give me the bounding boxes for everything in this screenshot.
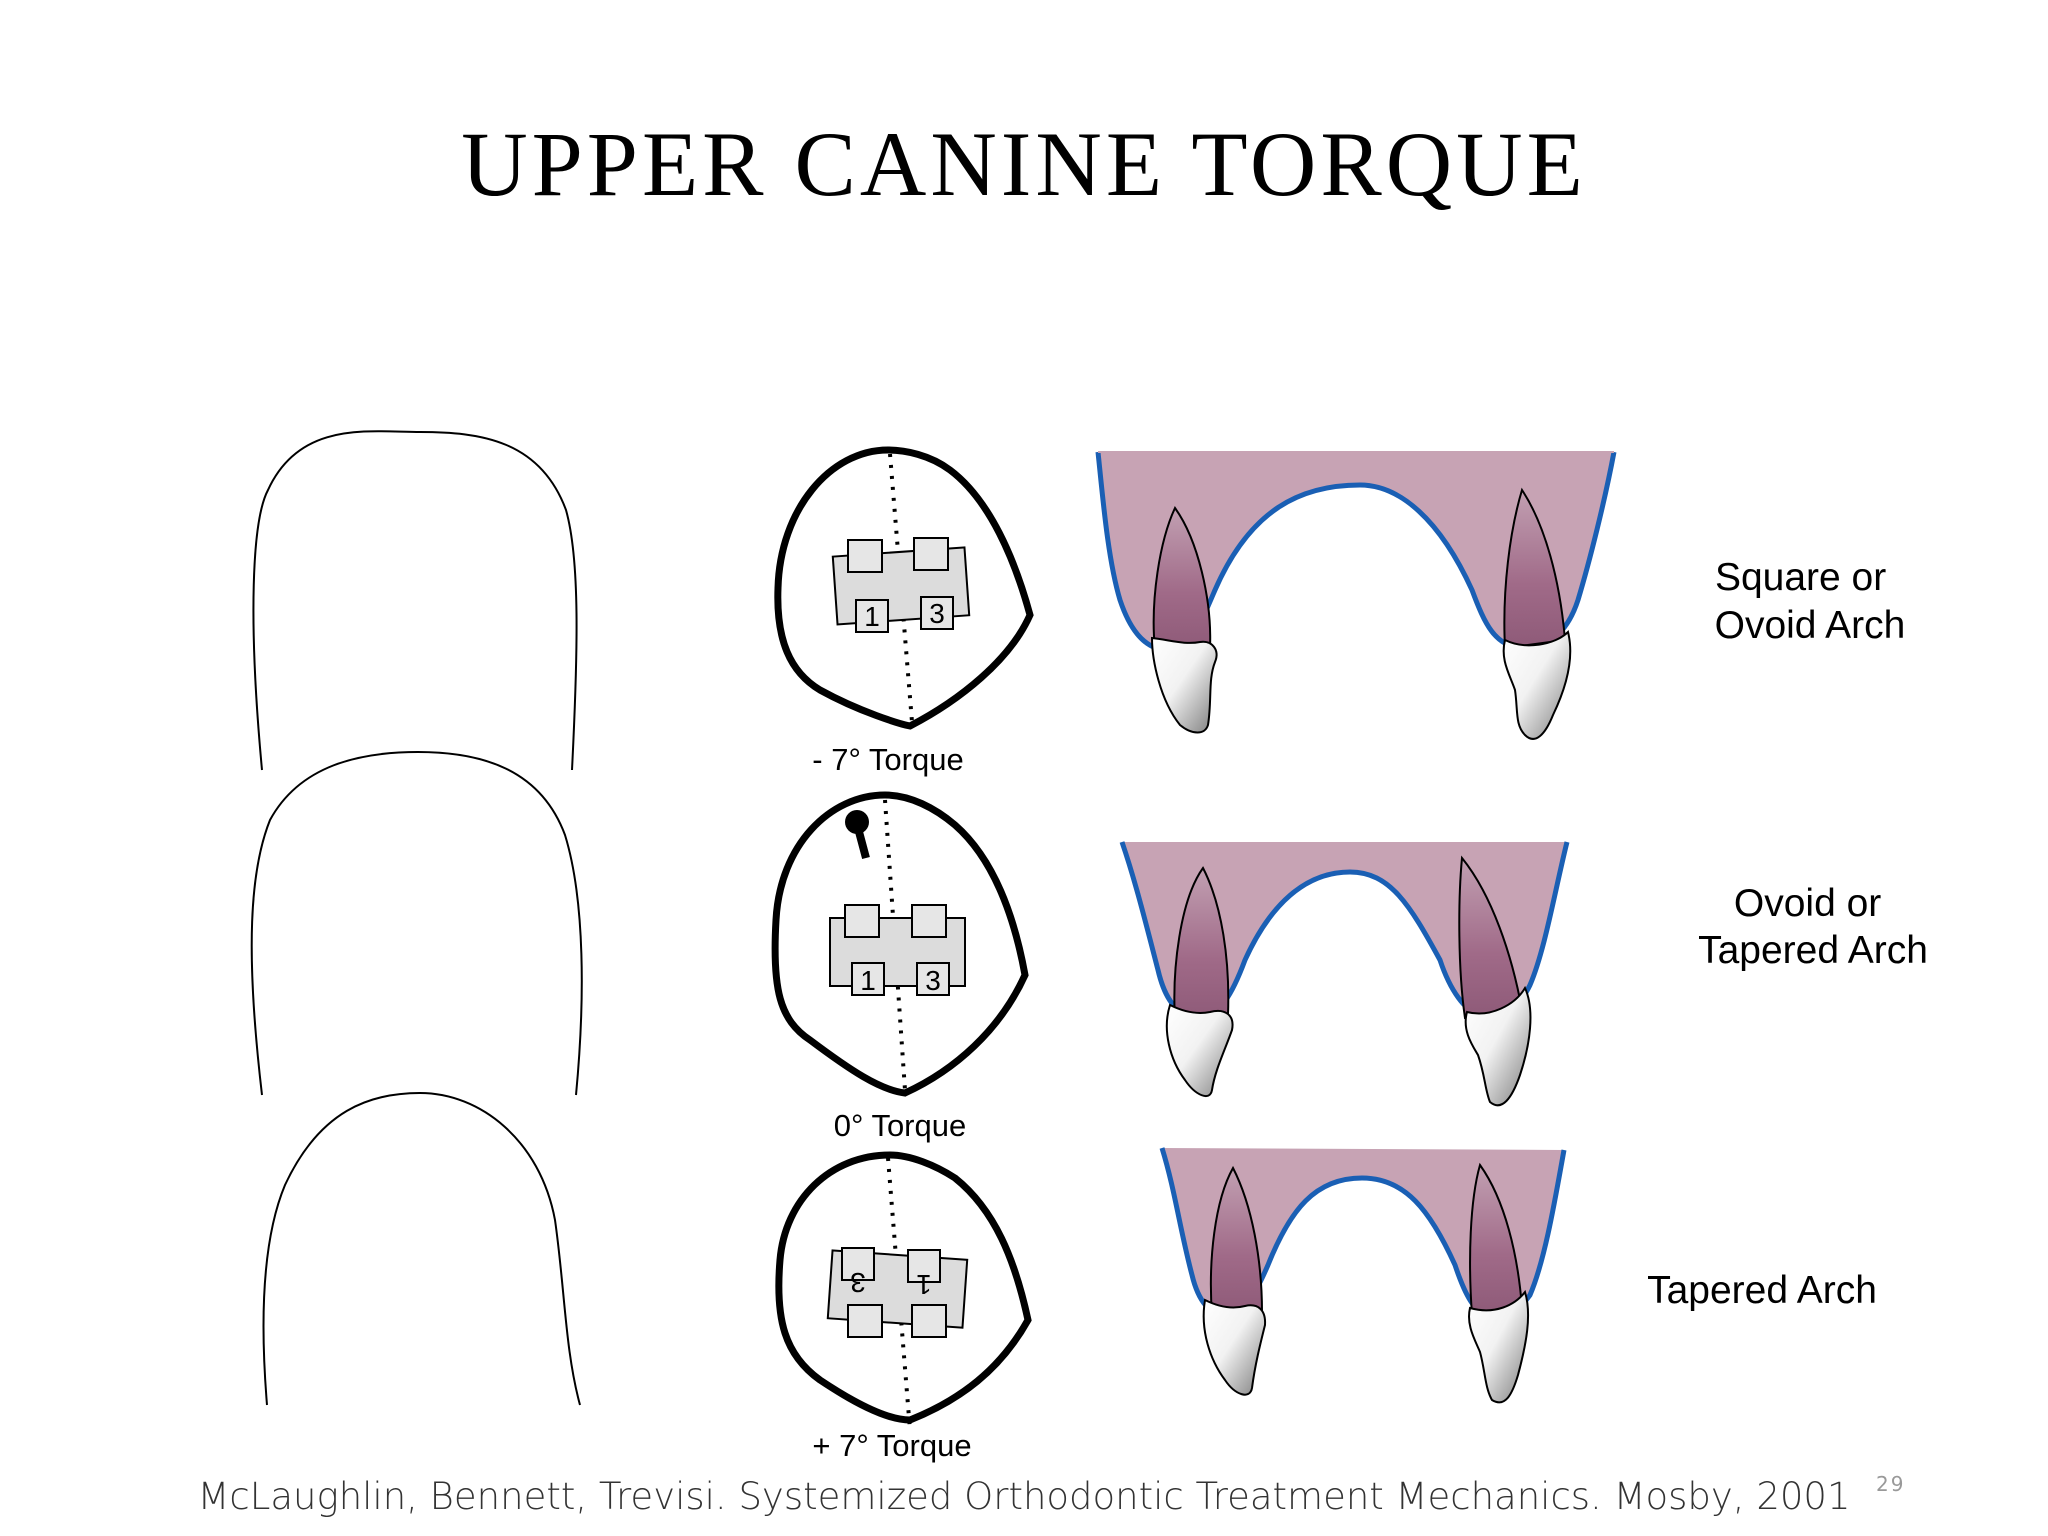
bracket-slot	[851, 962, 885, 996]
bracket-wing	[911, 904, 947, 938]
canine-crown-cross-section: 1 3	[774, 446, 1034, 730]
torque-label: + 7° Torque	[812, 1428, 971, 1463]
gum-area	[1122, 842, 1567, 1018]
arch-type-label-line: Ovoid Arch	[1715, 604, 1906, 647]
row-ovoid-tapered: 1 3 0° Torque Ovoid or Tapered Arch	[250, 750, 1928, 1143]
arch-type-label-line: Tapered Arch	[1647, 1269, 1877, 1312]
canine-crown	[1502, 630, 1572, 740]
arch-form-outline	[262, 1091, 581, 1406]
bracket-wing	[913, 537, 949, 571]
arch-type-label-line: Square or	[1715, 556, 1886, 599]
bracket-slot-label-1: 1	[860, 965, 876, 996]
bracket-slot-label-1: 1	[864, 601, 880, 632]
bracket: 1 3	[829, 904, 966, 996]
row-tapered: 3 1 + 7° Torque Tapered Arch	[262, 1091, 1877, 1463]
canine-crown	[1468, 1289, 1530, 1404]
long-axis-line	[886, 1157, 912, 1431]
torque-label: 0° Torque	[834, 1108, 966, 1143]
arch-type-label-line: Ovoid or	[1734, 882, 1881, 925]
canine-crown-cross-section: 3 1	[775, 1151, 1032, 1431]
gum-area	[1098, 452, 1614, 650]
arch-form-outline	[250, 750, 583, 1096]
bracket-slot	[855, 599, 889, 633]
arch-type-label: Square or Ovoid Arch	[1715, 556, 1906, 647]
gum-outline	[1095, 451, 1617, 653]
bracket-slot	[920, 596, 954, 630]
hook-ball	[845, 810, 869, 834]
bracket-slot	[841, 1247, 875, 1281]
bracket-slot-label-2: 3	[925, 965, 941, 996]
bracket-slot	[907, 1249, 941, 1283]
hook	[845, 810, 870, 860]
bracket-wing	[911, 1304, 947, 1338]
canine-root	[1503, 487, 1567, 650]
bracket-slot	[916, 962, 950, 996]
row-square-ovoid: 1 3 - 7° Torque Square or Ovoid Arch	[252, 430, 1906, 777]
bracket-wing	[847, 1304, 883, 1338]
arch-type-label-line: Tapered Arch	[1698, 929, 1928, 972]
right-canine-tooth	[1458, 855, 1532, 1107]
arch-type-label: Ovoid or Tapered Arch	[1698, 882, 1928, 972]
right-canine-tooth	[1468, 1162, 1530, 1404]
torque-label: - 7° Torque	[812, 742, 963, 777]
canine-crown-cross-section: 1 3	[771, 791, 1029, 1097]
bracket: 1 3	[831, 537, 971, 633]
bracket-slot-label-2: 3	[929, 598, 945, 629]
bracket-slot-label-2: 1	[916, 1269, 932, 1300]
citation: McLaughlin, Bennett, Trevisi. Systemized…	[197, 1475, 1851, 1518]
arch-form-outline	[252, 430, 578, 771]
arch-type-label: Tapered Arch	[1647, 1269, 1877, 1312]
canine-crown	[1202, 1298, 1267, 1396]
page-number: 29	[1876, 1472, 1906, 1496]
left-canine-tooth	[1165, 866, 1234, 1098]
bracket-wing	[847, 539, 883, 573]
slide-title: UPPER CANINE TORQUE	[461, 113, 1587, 215]
canine-crown	[1150, 636, 1218, 734]
bracket: 3 1	[826, 1247, 969, 1338]
canine-crown	[1464, 985, 1532, 1107]
left-canine-tooth	[1150, 506, 1218, 734]
canine-crown	[1165, 1003, 1234, 1098]
left-canine-tooth	[1202, 1165, 1267, 1396]
hook-shaft	[854, 826, 870, 860]
gingiva-arch	[1095, 451, 1617, 653]
bracket-wing	[844, 904, 880, 938]
right-canine-tooth	[1502, 487, 1572, 740]
bracket-slot-label-1: 3	[850, 1267, 866, 1298]
